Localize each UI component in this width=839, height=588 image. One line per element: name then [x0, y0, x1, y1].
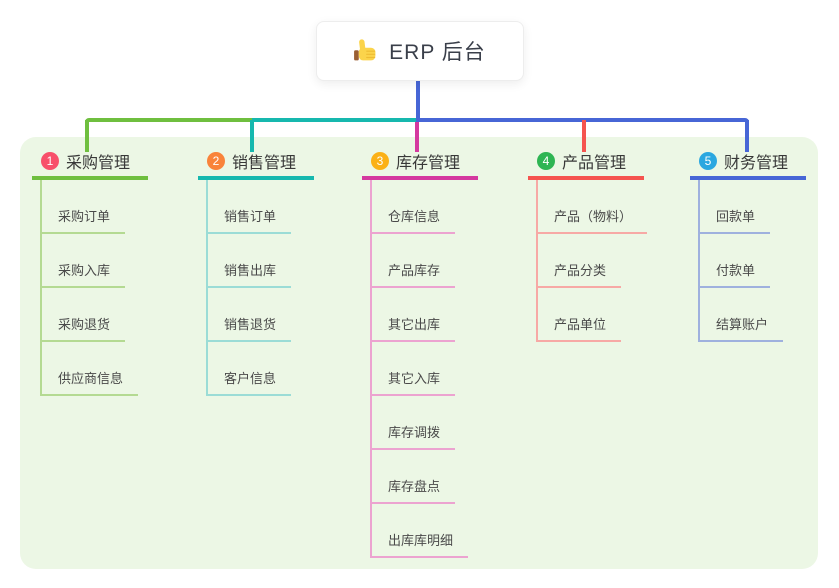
branch-number-badge: 2 — [207, 152, 225, 170]
branch-item[interactable]: 付款单 — [700, 234, 771, 288]
branch-header[interactable]: 2 销售管理 — [198, 146, 314, 180]
branch-item[interactable]: 供应商信息 — [42, 342, 139, 396]
branch-item[interactable]: 仓库信息 — [372, 180, 456, 234]
branch-items: 回款单付款单结算账户 — [698, 180, 839, 342]
branch-item[interactable]: 产品分类 — [538, 234, 622, 288]
branch-column-5: 5 财务管理 回款单付款单结算账户 — [690, 146, 839, 342]
branch-item[interactable]: 结算账户 — [700, 288, 784, 342]
branch-item[interactable]: 其它出库 — [372, 288, 456, 342]
root-node[interactable]: ERP 后台 — [315, 21, 524, 81]
branch-title: 销售管理 — [232, 155, 297, 172]
branch-header[interactable]: 5 财务管理 — [690, 146, 806, 180]
branch-column-3: 3 库存管理 仓库信息产品库存其它出库其它入库库存调拨库存盘点出库库明细 — [362, 146, 512, 558]
branch-item[interactable]: 产品单位 — [538, 288, 622, 342]
branch-item[interactable]: 出库库明细 — [372, 504, 469, 558]
branch-title: 产品管理 — [562, 155, 627, 172]
branch-item[interactable]: 销售订单 — [208, 180, 292, 234]
connector-horizontal-left — [85, 118, 252, 122]
branch-item[interactable]: 客户信息 — [208, 342, 292, 396]
branch-header[interactable]: 4 产品管理 — [528, 146, 644, 180]
branch-title: 财务管理 — [724, 155, 789, 172]
branch-item[interactable]: 产品（物料） — [538, 180, 648, 234]
branch-number-badge: 5 — [699, 152, 717, 170]
root-title: ERP 后台 — [389, 41, 486, 64]
connector-drop-sales — [250, 120, 254, 152]
branch-item[interactable]: 产品库存 — [372, 234, 456, 288]
connector-drop-purchase — [85, 120, 89, 152]
branch-column-1: 1 采购管理 采购订单采购入库采购退货供应商信息 — [32, 146, 182, 396]
branch-item[interactable]: 其它入库 — [372, 342, 456, 396]
thumbs-up-icon — [353, 38, 379, 64]
branch-number-badge: 4 — [537, 152, 555, 170]
connector-root-vertical — [416, 80, 420, 120]
branch-items: 仓库信息产品库存其它出库其它入库库存调拨库存盘点出库库明细 — [370, 180, 512, 558]
branch-item[interactable]: 销售出库 — [208, 234, 292, 288]
branch-number-badge: 3 — [371, 152, 389, 170]
branch-item[interactable]: 采购订单 — [42, 180, 126, 234]
connector-drop-inventory — [415, 122, 419, 152]
branch-item[interactable]: 库存调拨 — [372, 396, 456, 450]
branch-number-badge: 1 — [41, 152, 59, 170]
branch-item[interactable]: 销售退货 — [208, 288, 292, 342]
branch-header[interactable]: 3 库存管理 — [362, 146, 478, 180]
connector-horizontal-mid — [252, 118, 416, 122]
connector-drop-product — [582, 120, 586, 152]
branch-item[interactable]: 库存盘点 — [372, 450, 456, 504]
branch-item[interactable]: 采购退货 — [42, 288, 126, 342]
branch-items: 产品（物料）产品分类产品单位 — [536, 180, 678, 342]
branch-item[interactable]: 回款单 — [700, 180, 771, 234]
connector-drop-finance — [745, 120, 749, 152]
branch-column-2: 2 销售管理 销售订单销售出库销售退货客户信息 — [198, 146, 348, 396]
branch-title: 库存管理 — [396, 155, 461, 172]
branch-items: 采购订单采购入库采购退货供应商信息 — [40, 180, 182, 396]
branch-items: 销售订单销售出库销售退货客户信息 — [206, 180, 348, 396]
branches-panel — [20, 137, 818, 569]
branch-item[interactable]: 采购入库 — [42, 234, 126, 288]
branch-header[interactable]: 1 采购管理 — [32, 146, 148, 180]
branch-column-4: 4 产品管理 产品（物料）产品分类产品单位 — [528, 146, 678, 342]
branch-title: 采购管理 — [66, 155, 131, 172]
